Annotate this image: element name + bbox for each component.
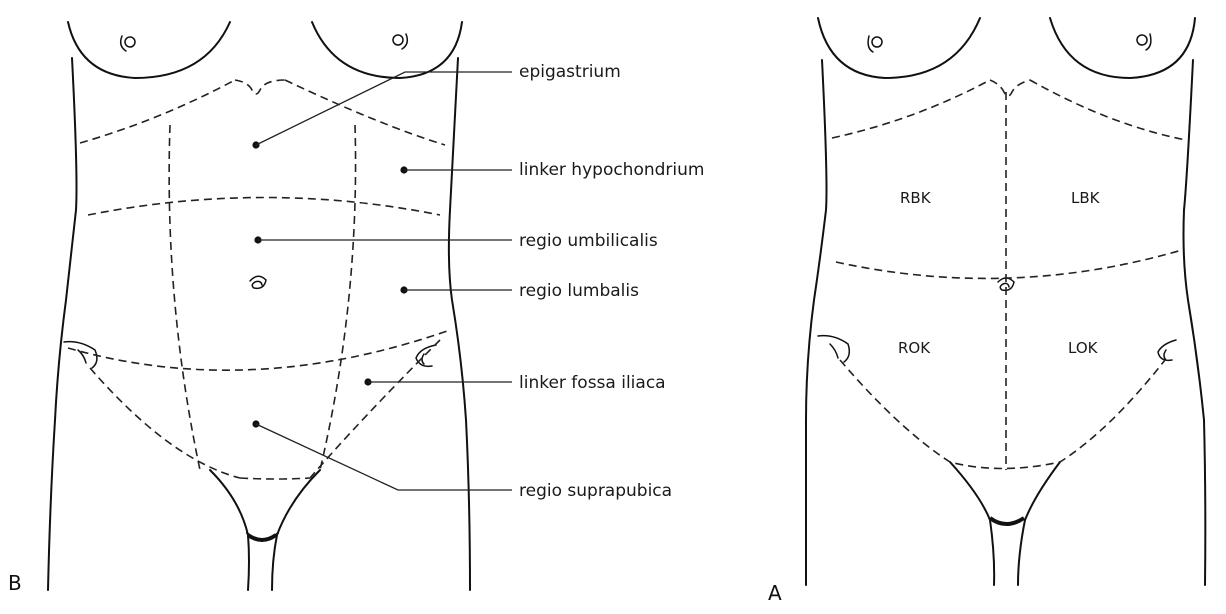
label-left-iliac-fossa: linker fossa iliaca [519,373,666,393]
suprapubic-leader [255,423,512,491]
label-suprapubic-region: regio suprapubica [519,481,672,501]
panel-b-leader-lines [255,71,512,491]
quadrant-left-lower: LOK [1068,339,1099,357]
epigastrium-leader [255,71,512,146]
quadrant-right-lower: ROK [898,339,931,357]
label-umbilical-region: regio umbilicalis [519,231,658,251]
label-left-hypochondrium: linker hypochondrium [519,160,704,180]
panel-b-region-labels: epigastrium linker hypochondrium regio u… [519,62,704,501]
label-epigastrium: epigastrium [519,62,621,82]
panel-a-quadrant-boundaries [831,79,1187,470]
panel-a-torso-outline [804,17,1207,586]
quadrant-right-upper: RBK [900,189,932,207]
panel-a-letter: A [768,581,782,605]
panel-b-torso-outline [47,21,471,591]
panel-b: epigastrium linker hypochondrium regio u… [8,21,704,595]
panel-b-region-boundaries [67,79,451,480]
panel-b-letter: B [8,571,22,595]
quadrant-left-upper: LBK [1071,189,1101,207]
panel-a-quadrant-labels: RBK LBK ROK LOK [898,189,1101,357]
panel-b-region-markers [252,141,408,428]
label-lumbar-region: regio lumbalis [519,281,639,301]
panel-a: RBK LBK ROK LOK A [768,17,1207,605]
